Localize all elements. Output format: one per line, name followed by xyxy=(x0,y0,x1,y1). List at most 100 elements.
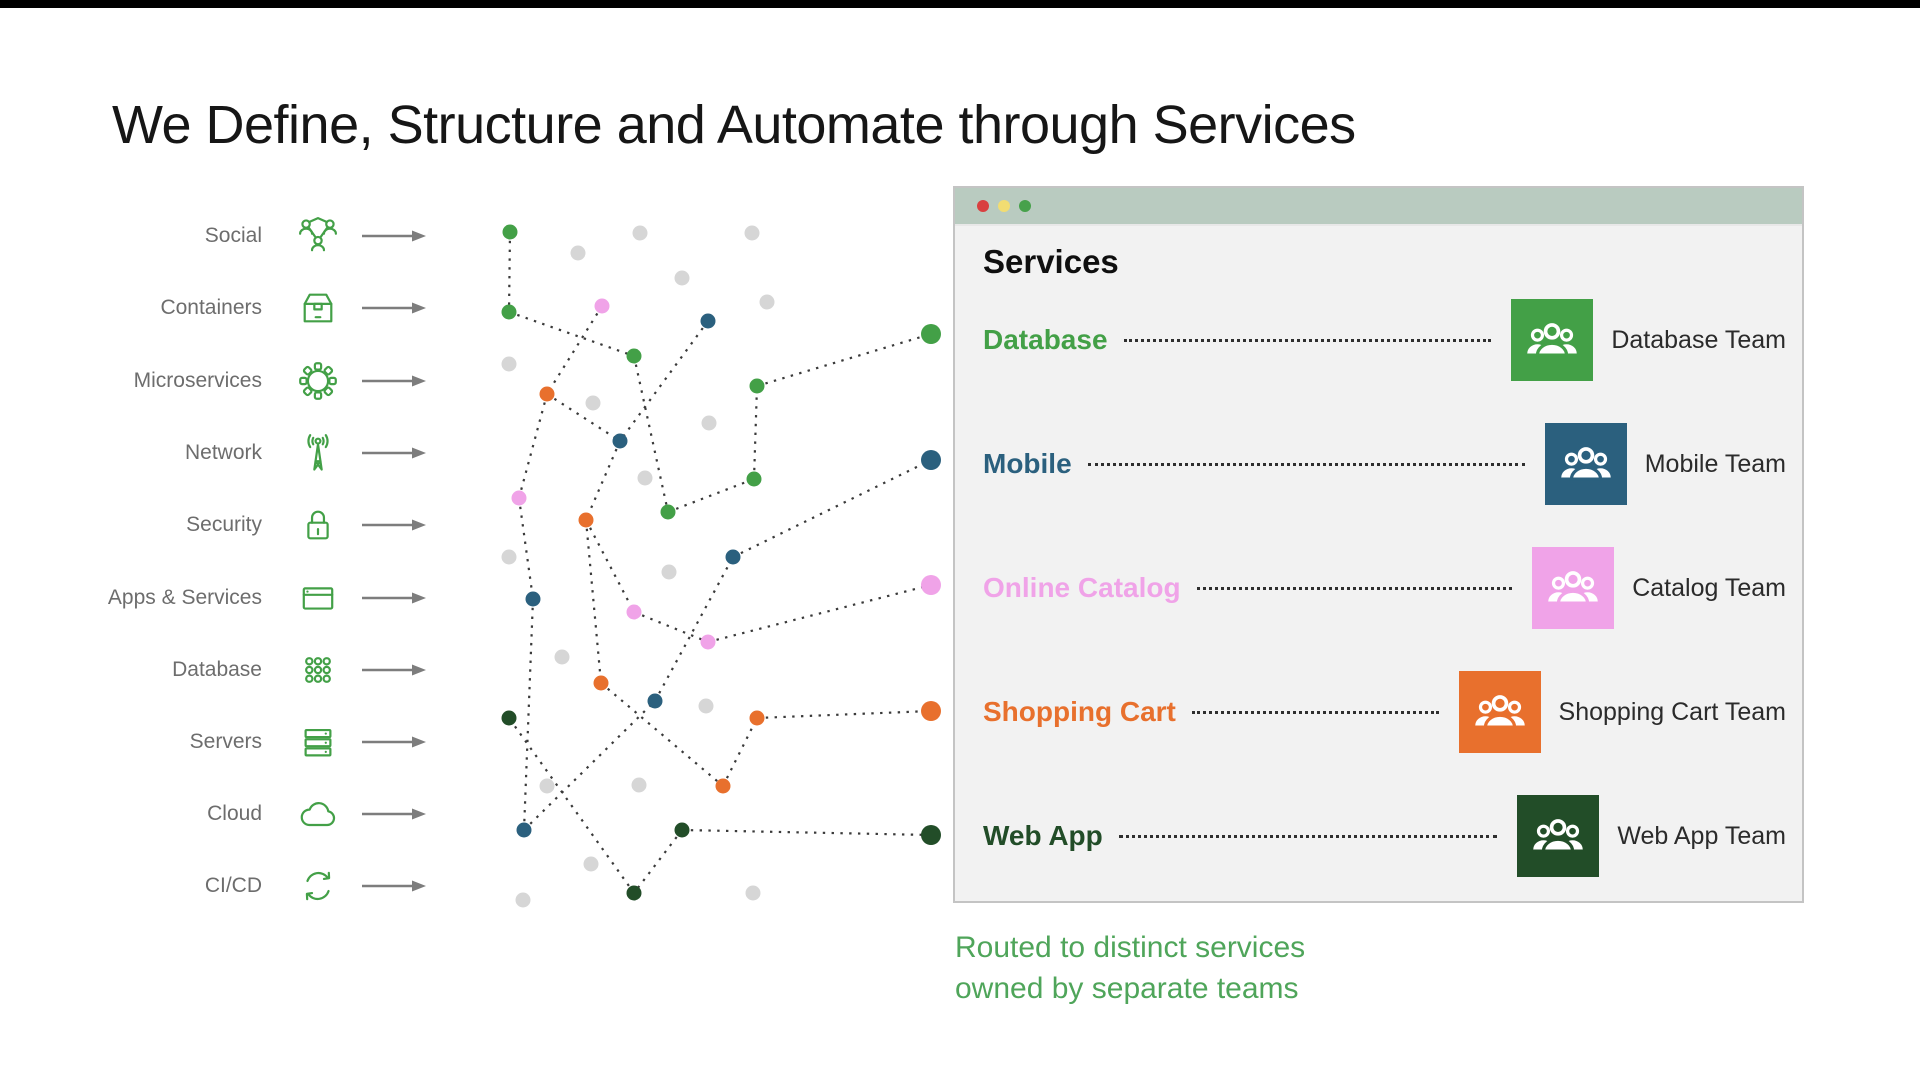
route-node-gray xyxy=(585,395,601,411)
route-edge xyxy=(752,385,759,480)
left-row-label: Servers xyxy=(189,730,262,753)
route-node-blue xyxy=(725,549,741,565)
route-node-green xyxy=(660,504,676,520)
service-row-mobile: Mobile Mobile Team xyxy=(983,423,1786,505)
route-node-gray xyxy=(759,294,775,310)
service-row-web-app: Web App Web App Team xyxy=(983,795,1786,877)
caption-line-1: Routed to distinct services xyxy=(955,931,1306,964)
service-label-shopping-cart: Shopping Cart xyxy=(983,696,1176,727)
window-zoom-button[interactable] xyxy=(1019,200,1031,212)
service-endpoint-node-green xyxy=(921,324,941,344)
route-edge xyxy=(633,829,683,894)
service-label-web-app: Web App xyxy=(983,820,1103,851)
arrow-right-icon xyxy=(362,519,426,531)
left-stack-row-security: Security xyxy=(0,503,450,547)
arrow-right-icon xyxy=(362,447,426,459)
route-node-green xyxy=(501,304,517,320)
route-node-darkgreen xyxy=(674,822,690,838)
route-node-pink xyxy=(511,490,527,506)
arrow-right-icon xyxy=(362,592,426,604)
route-node-gray xyxy=(674,270,690,286)
route-node-green xyxy=(502,224,518,240)
route-node-blue xyxy=(700,313,716,329)
dotted-leader xyxy=(1191,710,1439,714)
antenna-icon xyxy=(296,431,340,475)
arrow-right-icon xyxy=(362,375,426,387)
dot-grid-icon xyxy=(296,648,340,692)
service-label-mobile: Mobile xyxy=(983,448,1072,479)
route-node-orange xyxy=(749,710,765,726)
route-node-gray xyxy=(744,225,760,241)
route-node-gray xyxy=(698,698,714,714)
route-node-darkgreen xyxy=(626,885,642,901)
route-edge xyxy=(633,610,709,644)
route-edge xyxy=(667,477,755,514)
left-row-label: Social xyxy=(204,224,262,247)
people-group-icon xyxy=(1517,795,1600,877)
dotted-leader xyxy=(1123,338,1492,342)
route-edge xyxy=(681,828,932,837)
route-edge xyxy=(522,598,535,831)
gear-icon xyxy=(296,359,340,403)
left-row-label: Network xyxy=(184,441,262,464)
team-label-database: Database Team xyxy=(1611,325,1786,354)
route-edge xyxy=(508,310,635,358)
route-edge xyxy=(546,305,603,395)
service-row-online-catalog: Online Catalog Catalog Team xyxy=(983,547,1786,629)
route-node-green xyxy=(749,378,765,394)
route-edge xyxy=(517,497,535,600)
arrow-right-icon xyxy=(362,736,426,748)
route-node-gray xyxy=(583,856,599,872)
left-stack-row-microservices: Microservices xyxy=(0,359,450,403)
route-edge xyxy=(517,393,549,499)
people-group-icon xyxy=(1511,299,1594,381)
route-edge xyxy=(756,709,932,720)
route-node-gray xyxy=(701,415,717,431)
people-group-icon xyxy=(1532,547,1615,629)
service-label-database: Database xyxy=(983,324,1108,355)
route-node-gray xyxy=(631,777,647,793)
route-edge xyxy=(523,700,656,831)
service-row-database: Database Database Team xyxy=(983,299,1786,381)
dotted-leader xyxy=(1118,834,1498,838)
container-icon xyxy=(296,286,340,330)
route-node-pink xyxy=(700,634,716,650)
route-edge xyxy=(508,717,635,894)
left-row-label: CI/CD xyxy=(204,874,262,897)
route-edge xyxy=(507,231,512,313)
route-node-gray xyxy=(501,356,517,372)
arrow-right-icon xyxy=(362,230,426,242)
route-node-blue xyxy=(516,822,532,838)
route-edge xyxy=(756,332,932,388)
route-node-gray xyxy=(632,225,648,241)
route-edge xyxy=(722,717,758,787)
left-stack-row-containers: Containers xyxy=(0,286,450,330)
page-title: We Define, Structure and Automate throug… xyxy=(112,95,1356,156)
sync-icon xyxy=(296,864,340,908)
window-close-button[interactable] xyxy=(977,200,989,212)
service-row-shopping-cart: Shopping Cart Shopping Cart Team xyxy=(983,671,1786,753)
route-edge xyxy=(584,519,603,684)
left-row-label: Cloud xyxy=(207,802,262,825)
route-node-pink xyxy=(626,604,642,620)
service-endpoint-node-pink xyxy=(921,575,941,595)
left-row-label: Microservices xyxy=(133,369,262,392)
left-row-label: Security xyxy=(186,513,262,536)
people-group-icon xyxy=(1544,423,1627,505)
browser-icon xyxy=(296,576,340,620)
caption: Routed to distinct services owned by sep… xyxy=(955,927,1305,1009)
route-node-gray xyxy=(501,549,517,565)
people-group-icon xyxy=(1458,671,1541,753)
route-node-orange xyxy=(539,386,555,402)
route-edge xyxy=(584,440,622,521)
left-stack-row-ci-cd: CI/CD xyxy=(0,864,450,908)
route-edge xyxy=(732,459,932,558)
route-node-blue xyxy=(525,591,541,607)
route-node-gray xyxy=(637,470,653,486)
route-node-blue xyxy=(647,693,663,709)
window-minimize-button[interactable] xyxy=(998,200,1010,212)
team-label-mobile: Mobile Team xyxy=(1644,449,1786,478)
social-icon xyxy=(296,214,340,258)
left-row-label: Containers xyxy=(160,296,262,319)
